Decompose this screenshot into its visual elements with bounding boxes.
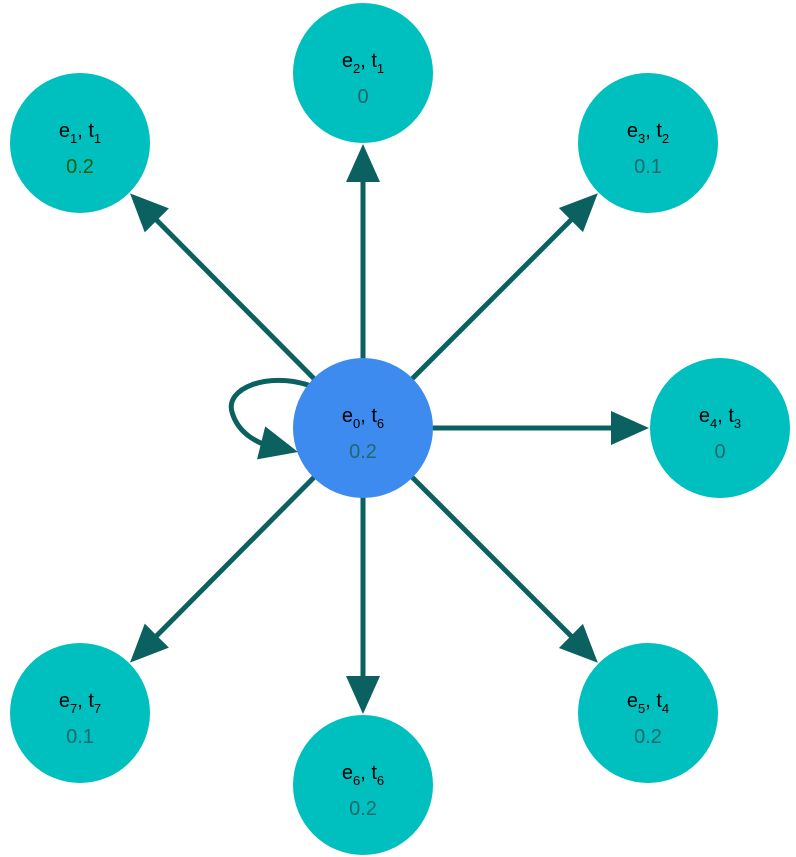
arrowhead-n0-n2 xyxy=(346,144,380,182)
outer-node-n6: e6, t60.2 xyxy=(293,715,433,855)
node-circle xyxy=(650,358,790,498)
time-symbol: t xyxy=(656,690,662,712)
node-value: 0.2 xyxy=(634,726,662,748)
separator: , xyxy=(360,762,371,784)
separator: , xyxy=(645,690,656,712)
outer-node-n1: e1, t10.2 xyxy=(10,73,150,213)
node-circle xyxy=(578,643,718,783)
node-value: 0.2 xyxy=(66,156,94,178)
separator: , xyxy=(717,405,728,427)
time-symbol: t xyxy=(728,405,734,427)
arrowhead-n0-n5 xyxy=(558,623,598,663)
separator: , xyxy=(360,50,371,72)
entity-symbol: e xyxy=(627,690,638,712)
node-label: e4, t3 xyxy=(699,405,741,431)
node-label: e7, t7 xyxy=(59,690,101,716)
separator: , xyxy=(77,120,88,142)
time-symbol: t xyxy=(88,690,94,712)
time-subscript: 6 xyxy=(377,416,384,431)
entity-symbol: e xyxy=(342,50,353,72)
time-subscript: 6 xyxy=(377,773,384,788)
center-node: e0, t60.2 xyxy=(293,358,433,498)
node-value: 0.2 xyxy=(349,441,377,463)
node-circle xyxy=(10,643,150,783)
entity-subscript: 2 xyxy=(353,61,360,76)
arrowhead-n0-n3 xyxy=(558,193,598,233)
edge-n0-n3 xyxy=(409,212,579,382)
time-symbol: t xyxy=(88,120,94,142)
outer-node-n4: e4, t30 xyxy=(650,358,790,498)
node-label: e2, t1 xyxy=(342,50,384,76)
time-subscript: 4 xyxy=(662,701,669,716)
node-label: e1, t1 xyxy=(59,120,101,146)
node-value: 0.1 xyxy=(66,726,94,748)
time-subscript: 2 xyxy=(662,131,669,146)
node-value: 0 xyxy=(714,441,725,463)
node-circle xyxy=(578,73,718,213)
edge-n0-n1 xyxy=(149,212,317,382)
entity-subscript: 0 xyxy=(353,416,360,431)
edge-n0-n5 xyxy=(409,474,579,644)
entity-subscript: 6 xyxy=(353,773,360,788)
time-subscript: 7 xyxy=(94,701,101,716)
separator: , xyxy=(77,690,88,712)
time-symbol: t xyxy=(656,120,662,142)
arrowhead-n0-n6 xyxy=(346,676,380,714)
time-symbol: t xyxy=(371,762,377,784)
time-subscript: 1 xyxy=(377,61,384,76)
entity-subscript: 7 xyxy=(70,701,77,716)
entity-symbol: e xyxy=(342,762,353,784)
outer-node-n2: e2, t10 xyxy=(293,3,433,143)
time-symbol: t xyxy=(371,405,377,427)
edges-layer xyxy=(130,144,649,714)
entity-symbol: e xyxy=(627,120,638,142)
node-label: e0, t6 xyxy=(342,405,384,431)
node-label: e3, t2 xyxy=(627,120,669,146)
arrowhead-n0-n1 xyxy=(130,193,169,233)
self-loop-arrowhead xyxy=(257,426,298,460)
node-circle xyxy=(293,715,433,855)
self-loop-edge xyxy=(228,377,311,451)
time-symbol: t xyxy=(371,50,377,72)
entity-subscript: 1 xyxy=(70,131,77,146)
entity-subscript: 4 xyxy=(710,416,717,431)
entity-subscript: 3 xyxy=(638,131,645,146)
entity-symbol: e xyxy=(699,405,710,427)
outer-node-n3: e3, t20.1 xyxy=(578,73,718,213)
entity-symbol: e xyxy=(59,690,70,712)
arrowhead-n0-n4 xyxy=(611,411,649,445)
node-circle xyxy=(293,3,433,143)
separator: , xyxy=(645,120,656,142)
entity-subscript: 5 xyxy=(638,701,645,716)
entity-symbol: e xyxy=(59,120,70,142)
node-circle xyxy=(10,73,150,213)
node-circle xyxy=(293,358,433,498)
node-value: 0 xyxy=(357,86,368,108)
node-value: 0.1 xyxy=(634,156,662,178)
time-subscript: 3 xyxy=(734,416,741,431)
outer-node-n7: e7, t70.1 xyxy=(10,643,150,783)
edge-n0-n7 xyxy=(149,474,317,644)
node-label: e6, t6 xyxy=(342,762,384,788)
separator: , xyxy=(360,405,371,427)
outer-node-n5: e5, t40.2 xyxy=(578,643,718,783)
entity-symbol: e xyxy=(342,405,353,427)
node-value: 0.2 xyxy=(349,798,377,820)
node-label: e5, t4 xyxy=(627,690,669,716)
time-subscript: 1 xyxy=(94,131,101,146)
arrowhead-n0-n7 xyxy=(130,623,169,663)
